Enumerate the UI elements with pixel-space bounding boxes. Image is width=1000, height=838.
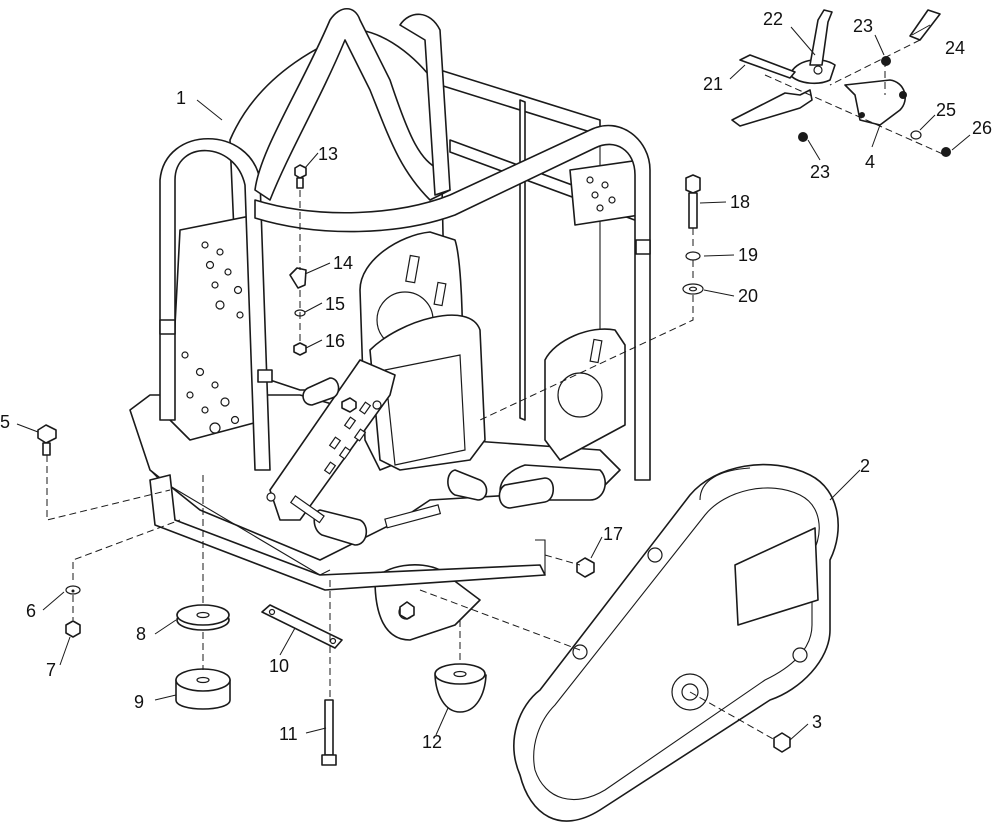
callout-23-upper: 23 bbox=[853, 16, 873, 36]
panel-holes-right bbox=[569, 159, 641, 226]
callout-13: 13 bbox=[318, 144, 338, 164]
callout-4: 4 bbox=[865, 152, 875, 172]
callout-3: 3 bbox=[812, 712, 822, 732]
callout-26: 26 bbox=[972, 118, 992, 138]
callout-16: 16 bbox=[325, 331, 345, 351]
arm-slots bbox=[323, 401, 372, 475]
callout-18: 18 bbox=[730, 192, 750, 212]
callout-9: 9 bbox=[134, 692, 144, 712]
callout-21: 21 bbox=[703, 74, 723, 94]
callout-10: 10 bbox=[269, 656, 289, 676]
callout-12: 12 bbox=[422, 732, 442, 752]
leader-lines bbox=[16, 24, 971, 741]
callout-24: 24 bbox=[945, 38, 965, 58]
callout-8: 8 bbox=[136, 624, 146, 644]
hardware bbox=[37, 164, 791, 766]
callout-labels: 1 2 3 4 5 6 7 8 9 10 11 12 13 14 15 16 1… bbox=[0, 9, 992, 752]
callout-7: 7 bbox=[46, 660, 56, 680]
callout-1: 1 bbox=[176, 88, 186, 108]
belt-guard bbox=[513, 463, 839, 822]
callout-17: 17 bbox=[603, 524, 623, 544]
callout-14: 14 bbox=[333, 253, 353, 273]
callout-2: 2 bbox=[860, 456, 870, 476]
roll-bar-tube bbox=[159, 7, 651, 501]
callout-5: 5 bbox=[0, 412, 10, 432]
callout-15: 15 bbox=[325, 294, 345, 314]
assembly-lines bbox=[46, 190, 776, 741]
callout-11: 11 bbox=[279, 724, 298, 744]
callout-23-lower: 23 bbox=[810, 162, 830, 182]
control-lever-assembly bbox=[731, 9, 951, 157]
callout-22: 22 bbox=[763, 9, 783, 29]
callout-25: 25 bbox=[936, 100, 956, 120]
callout-19: 19 bbox=[738, 245, 758, 265]
frame-assembly bbox=[129, 7, 651, 641]
callout-6: 6 bbox=[26, 601, 36, 621]
callout-20: 20 bbox=[738, 286, 758, 306]
panel-holes-left bbox=[181, 241, 244, 434]
